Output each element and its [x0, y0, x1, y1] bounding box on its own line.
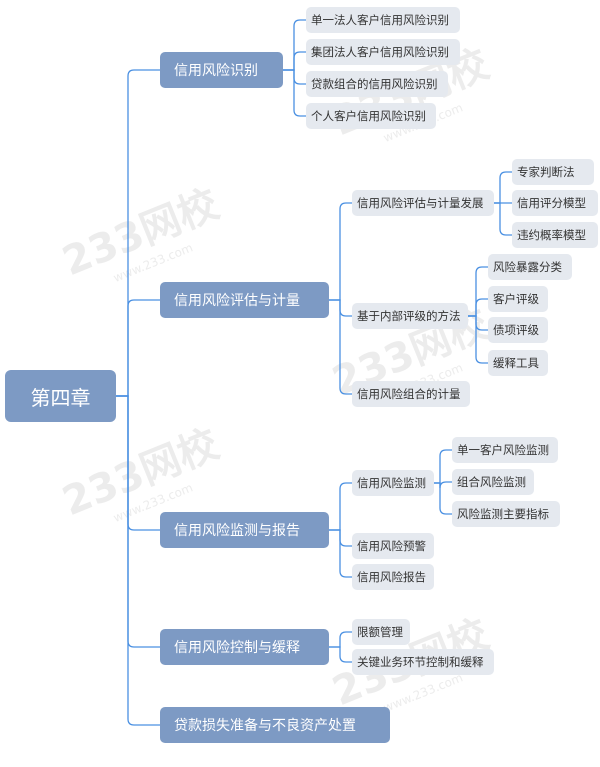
connector-line: [283, 69, 306, 117]
root-node[interactable]: 第四章: [5, 370, 116, 422]
subtopic[interactable]: 关键业务环节控制和缓释: [352, 649, 494, 675]
connector-line: [116, 395, 160, 531]
connector-line: [283, 51, 306, 71]
connector-line: [116, 69, 160, 397]
connector-line: [468, 315, 488, 364]
subtopic[interactable]: 信用风险报告: [352, 564, 434, 590]
connector-line: [468, 266, 488, 317]
subtopic[interactable]: 集团法人客户信用风险识别: [306, 39, 460, 65]
connector-line: [468, 315, 488, 331]
connector-line: [116, 395, 160, 648]
leaf-topic[interactable]: 客户评级: [488, 286, 548, 312]
connector-line: [468, 298, 488, 317]
subtopic[interactable]: 信用风险评估与计量发展: [352, 190, 494, 216]
leaf-topic[interactable]: 债项评级: [488, 317, 548, 343]
connector-line: [329, 529, 352, 578]
topic-credit-risk-control[interactable]: 信用风险控制与缓释: [160, 629, 329, 665]
subtopic[interactable]: 单一法人客户信用风险识别: [306, 7, 460, 33]
subtopic[interactable]: 限额管理: [352, 619, 410, 645]
leaf-topic[interactable]: 风险监测主要指标: [452, 501, 560, 527]
connector-line: [329, 299, 352, 395]
subtopic[interactable]: 信用风险组合的计量: [352, 381, 470, 407]
connector-line: [116, 299, 160, 397]
leaf-topic[interactable]: 违约概率模型: [512, 222, 598, 248]
connector-line: [116, 395, 160, 726]
connector-line: [434, 449, 452, 484]
leaf-topic[interactable]: 组合风险监测: [452, 469, 534, 495]
connector-line: [329, 202, 352, 301]
leaf-topic[interactable]: 风险暴露分类: [488, 254, 572, 280]
leaf-topic[interactable]: 专家判断法: [512, 159, 594, 185]
subtopic[interactable]: 基于内部评级的方法: [352, 303, 468, 329]
subtopic[interactable]: 贷款组合的信用风险识别: [306, 71, 448, 97]
leaf-topic[interactable]: 缓释工具: [488, 350, 548, 376]
connector-line: [329, 646, 352, 663]
topic-credit-risk-identification[interactable]: 信用风险识别: [160, 52, 283, 88]
subtopic[interactable]: 信用风险预警: [352, 533, 434, 559]
leaf-topic[interactable]: 信用评分模型: [512, 190, 598, 216]
connector-line: [329, 631, 352, 648]
connector-line: [329, 482, 352, 531]
connector-line: [494, 202, 512, 236]
connector-line: [283, 19, 306, 71]
topic-credit-risk-monitoring[interactable]: 信用风险监测与报告: [160, 512, 329, 548]
subtopic[interactable]: 信用风险监测: [352, 470, 434, 496]
connector-line: [494, 171, 512, 204]
subtopic[interactable]: 个人客户信用风险识别: [306, 103, 436, 129]
topic-credit-risk-assessment[interactable]: 信用风险评估与计量: [160, 282, 329, 318]
topic-loan-loss-provision[interactable]: 贷款损失准备与不良资产处置: [160, 707, 390, 743]
leaf-topic[interactable]: 单一客户风险监测: [452, 437, 558, 463]
connector-line: [434, 482, 452, 515]
